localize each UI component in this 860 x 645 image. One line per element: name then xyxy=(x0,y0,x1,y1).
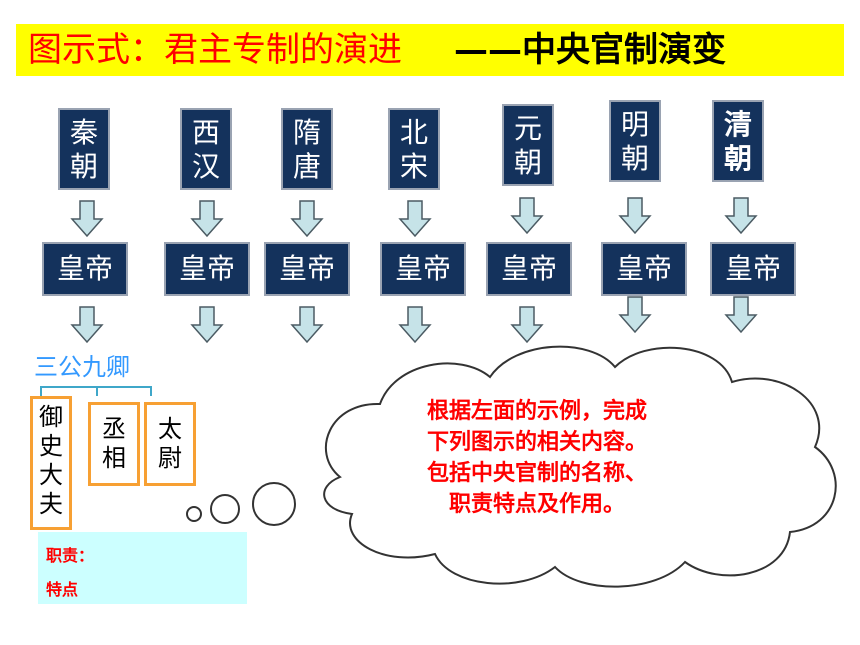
official-char: 夫 xyxy=(39,490,63,518)
duty-feature-box: 职责： 特点 xyxy=(38,532,247,604)
dynasty-box-ming: 明 朝 xyxy=(609,100,661,182)
down-arrow-icon xyxy=(290,306,324,344)
cloud-line: 根据左面的示例，完成 xyxy=(426,399,647,424)
officials-group-label: 三公九卿 xyxy=(34,353,130,381)
official-box-chengxiang: 丞 相 xyxy=(88,402,140,486)
down-arrow-icon xyxy=(618,296,652,334)
dynasty-char: 北 xyxy=(399,116,428,149)
dynasty-box-qing: 清 朝 xyxy=(712,100,764,182)
official-char: 太 xyxy=(158,415,182,443)
emperor-box: 皇帝 xyxy=(42,242,128,296)
down-arrow-icon xyxy=(190,200,224,238)
thought-bubble-medium xyxy=(210,494,240,524)
down-arrow-icon xyxy=(398,306,432,344)
officials-bracket-tick xyxy=(96,386,98,396)
down-arrow-icon xyxy=(290,200,324,238)
down-arrow-icon xyxy=(510,197,544,235)
emperor-box: 皇帝 xyxy=(486,242,572,296)
down-arrow-icon xyxy=(70,306,104,344)
down-arrow-icon xyxy=(724,296,758,334)
dynasty-box-beisong: 北 宋 xyxy=(388,108,440,190)
duty-label: 职责： xyxy=(46,546,95,565)
down-arrow-icon xyxy=(618,197,652,235)
dynasty-box-yuan: 元 朝 xyxy=(502,104,554,186)
cloud-callout xyxy=(300,332,860,592)
thought-bubble-small xyxy=(186,506,202,522)
dynasty-char: 朝 xyxy=(723,142,752,175)
down-arrow-icon xyxy=(724,197,758,235)
dynasty-char: 清 xyxy=(723,108,752,141)
official-char: 相 xyxy=(102,444,126,472)
down-arrow-icon xyxy=(510,306,544,344)
dynasty-char: 秦 xyxy=(69,116,98,149)
cloud-line: 包括中央官制的名称、 xyxy=(426,461,647,486)
official-box-yushidafu: 御 史 大 夫 xyxy=(30,396,72,530)
official-char: 御 xyxy=(39,403,63,431)
dynasty-char: 隋 xyxy=(292,116,321,149)
dynasty-char: 朝 xyxy=(620,142,649,175)
official-char: 史 xyxy=(39,432,63,460)
dynasty-char: 元 xyxy=(513,112,542,145)
cloud-instructions: 根据左面的示例，完成 下列图示的相关内容。 包括中央官制的名称、 职责特点及作用… xyxy=(372,396,702,520)
emperor-box: 皇帝 xyxy=(601,242,687,296)
dynasty-char: 汉 xyxy=(191,150,220,183)
official-char: 丞 xyxy=(102,415,126,443)
official-char: 大 xyxy=(39,461,63,489)
official-box-taiwei: 太 尉 xyxy=(144,402,196,486)
dynasty-char: 宋 xyxy=(399,150,428,183)
down-arrow-icon xyxy=(70,200,104,238)
dynasty-box-xihan: 西 汉 xyxy=(180,108,232,190)
thought-bubble-large xyxy=(252,482,296,526)
title-sub: ——中央官制演变 xyxy=(454,30,726,70)
emperor-box: 皇帝 xyxy=(264,242,350,296)
cloud-line: 职责特点及作用。 xyxy=(448,492,625,517)
cloud-line: 下列图示的相关内容。 xyxy=(426,430,647,455)
feature-label: 特点 xyxy=(46,580,79,599)
emperor-box: 皇帝 xyxy=(380,242,466,296)
down-arrow-icon xyxy=(398,200,432,238)
dynasty-char: 朝 xyxy=(513,146,542,179)
title-bar: 图示式：君主专制的演进 ——中央官制演变 xyxy=(16,24,844,76)
dynasty-box-suitang: 隋 唐 xyxy=(281,108,333,190)
dynasty-char: 明 xyxy=(620,108,649,141)
dynasty-char: 朝 xyxy=(69,150,98,183)
official-char: 尉 xyxy=(158,444,182,472)
dynasty-char: 西 xyxy=(191,116,220,149)
dynasty-char: 唐 xyxy=(292,150,321,183)
title-main: 图示式：君主专制的演进 xyxy=(28,30,402,70)
dynasty-box-qin: 秦 朝 xyxy=(58,108,110,190)
emperor-box: 皇帝 xyxy=(164,242,250,296)
emperor-box: 皇帝 xyxy=(710,242,796,296)
down-arrow-icon xyxy=(190,306,224,344)
